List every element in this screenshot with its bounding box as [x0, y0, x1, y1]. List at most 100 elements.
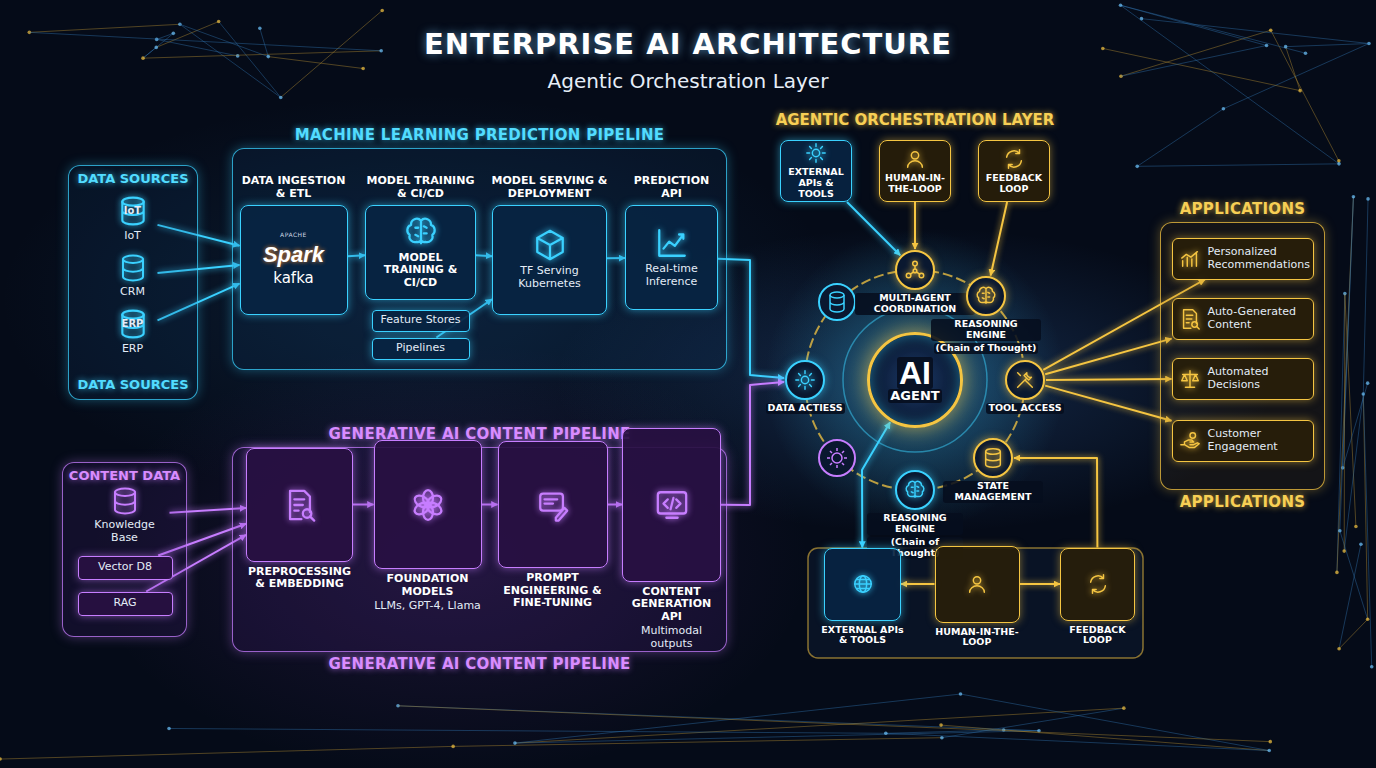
label-text: Customer Engagement — [1208, 428, 1307, 453]
annotation-label: Agentic Orchestration Layer — [548, 70, 829, 93]
application-box: Auto-Generated Content — [1172, 298, 1314, 340]
icon — [1179, 248, 1201, 270]
orbit-ring — [805, 270, 1025, 490]
database-cylinder: IoT — [113, 195, 153, 227]
process-box: FOUNDATION MODELSLLMs, GPT-4, Llama — [374, 440, 482, 569]
label-text: CRM — [120, 286, 145, 299]
flow-connector — [1046, 378, 1172, 381]
flow-connector — [718, 259, 784, 378]
flow-connector — [1020, 583, 1061, 585]
process-box: MODEL SERVING & DEPLOYMENTTF Serving Kub… — [492, 205, 607, 315]
icon — [1179, 368, 1201, 390]
icon — [411, 488, 445, 522]
application-box: Customer Engagement — [1172, 420, 1314, 462]
icon — [982, 447, 1004, 469]
label-text: kafka — [273, 270, 314, 287]
label-text: DATA SOURCES — [77, 172, 188, 187]
label-text: Knowledge Base — [80, 519, 170, 544]
label-text: Automated Decisions — [1208, 366, 1307, 391]
label-text: DATA SOURCES — [77, 378, 188, 393]
label-text: MODEL SERVING & DEPLOYMENT — [492, 175, 608, 200]
label-text: Auto-Generated Content — [1208, 306, 1307, 331]
flow-connector — [721, 382, 784, 505]
label-text: CONTENT DATA — [69, 469, 180, 484]
flow-connector — [901, 583, 935, 585]
text-column: Customer Engagement — [1208, 428, 1307, 453]
text-column: Auto-Generated Content — [1208, 306, 1307, 331]
icon — [533, 228, 567, 262]
label-text: LLMs, GPT-4, Llama — [374, 600, 481, 613]
flow-connector — [1045, 386, 1171, 421]
process-box: EXTERNAL APIs & TOOLS — [780, 140, 852, 202]
process-box: PROMPT ENGINEERING & FINE-TUNING — [498, 441, 608, 568]
label-text: Spark — [263, 242, 324, 267]
text-group: MODEL SERVING & DEPLOYMENT — [492, 175, 608, 200]
orbit-icon — [819, 284, 855, 320]
icon — [655, 488, 689, 522]
label-text: STATE MANAGEMENT — [943, 481, 1043, 503]
text-group: MACHINE LEARNING PREDICTION PIPELINE — [232, 127, 727, 144]
icon — [904, 148, 926, 170]
label-text: AGENT — [888, 389, 941, 403]
label-text: Pipelines — [396, 342, 445, 355]
agent-capability: MULTI-AGENT COORDINATION — [895, 250, 935, 290]
process-box: CONTENT GENERATION APIMultimodal outputs — [622, 428, 721, 582]
tag-box: Vector D8 — [78, 556, 173, 580]
label-text: ERP — [122, 343, 143, 356]
text-group: GENERATIVE AI CONTENT PIPELINE — [232, 656, 727, 673]
text-group: EXTERNAL APIs & TOOLS — [821, 625, 905, 647]
text-group: PROMPT ENGINEERING & FINE-TUNING — [495, 572, 611, 610]
flow-connector — [847, 202, 900, 255]
label-text: PREPROCESSING & EMBEDDING — [245, 566, 355, 591]
tag-box: Feature Stores — [372, 310, 470, 332]
text-group: TOOL ACCESS — [985, 403, 1065, 414]
text-group: HUMAN-IN-THE-LOOP — [931, 627, 1023, 649]
icon — [1087, 573, 1109, 595]
diagram-title: ENTERPRISE AI ARCHITECTURE — [0, 28, 1376, 61]
label-text: Vector D8 — [98, 561, 152, 574]
database-node: IoT IoT — [108, 195, 158, 243]
text-group: PREDICTION API — [626, 175, 718, 200]
label-text: REASONING ENGINE — [867, 513, 963, 535]
icon — [904, 259, 926, 281]
label-text: (Chain of Thought) — [934, 343, 1039, 354]
hub-glow — [765, 230, 1065, 530]
label-text: Multimodal outputs — [620, 625, 724, 650]
label-text: CONTENT GENERATION API — [620, 586, 724, 624]
icon — [655, 226, 689, 260]
icon — [794, 369, 816, 391]
pipeline-panel: APPLICATIONSAPPLICATIONSPersonalized Rec… — [1160, 222, 1325, 490]
database-cylinder: ERP — [113, 308, 153, 340]
icon — [110, 486, 140, 516]
application-box: Personalized Recommendations — [1172, 238, 1314, 280]
process-box: EXTERNAL APIs & TOOLS — [824, 548, 901, 621]
process-box: HUMAN-IN-THE-LOOP — [879, 140, 951, 202]
label-text: IoT — [124, 230, 141, 243]
icon — [536, 488, 570, 522]
process-box: HUMAN-IN-THE-LOOP — [935, 546, 1020, 623]
text-column: Personalized Recommendations — [1208, 246, 1310, 271]
label-text: Personalized Recommendations — [1208, 246, 1310, 271]
text-group: DATA INGESTION & ETL — [239, 175, 349, 200]
text-group: MODEL TRAINING & CI/CD — [366, 175, 476, 200]
icon — [1014, 369, 1036, 391]
label-text: HUMAN-IN-THE-LOOP — [883, 173, 947, 195]
text-group: REASONING ENGINE(Chain of Thought) — [931, 319, 1041, 354]
pipeline-panel: GENERATIVE AI CONTENT PIPELINEGENERATIVE… — [232, 447, 727, 652]
process-box: PREPROCESSING & EMBEDDING — [246, 448, 353, 562]
icon — [283, 488, 317, 522]
label-text: FOUNDATION MODELS — [373, 573, 483, 598]
tag-box: Pipelines — [372, 338, 470, 360]
label-text: MULTI-AGENT COORDINATION — [855, 293, 975, 315]
label-text: APPLICATIONS — [1180, 201, 1306, 218]
icon — [1003, 148, 1025, 170]
label-text: DATA ACTIESS — [766, 403, 845, 414]
process-box: FEEDBACK LOOP — [1060, 548, 1135, 621]
flow-connector — [991, 202, 1008, 276]
text-group: FEEDBACK LOOP — [1058, 625, 1138, 647]
text-group: CONTENT GENERATION APIMultimodal outputs — [620, 586, 724, 651]
icon — [1179, 430, 1201, 452]
pipeline-panel: CONTENT DATAKnowledge BaseVector D8RAG — [62, 462, 187, 637]
process-box: PREDICTION APIReal-time Inference — [625, 205, 718, 310]
